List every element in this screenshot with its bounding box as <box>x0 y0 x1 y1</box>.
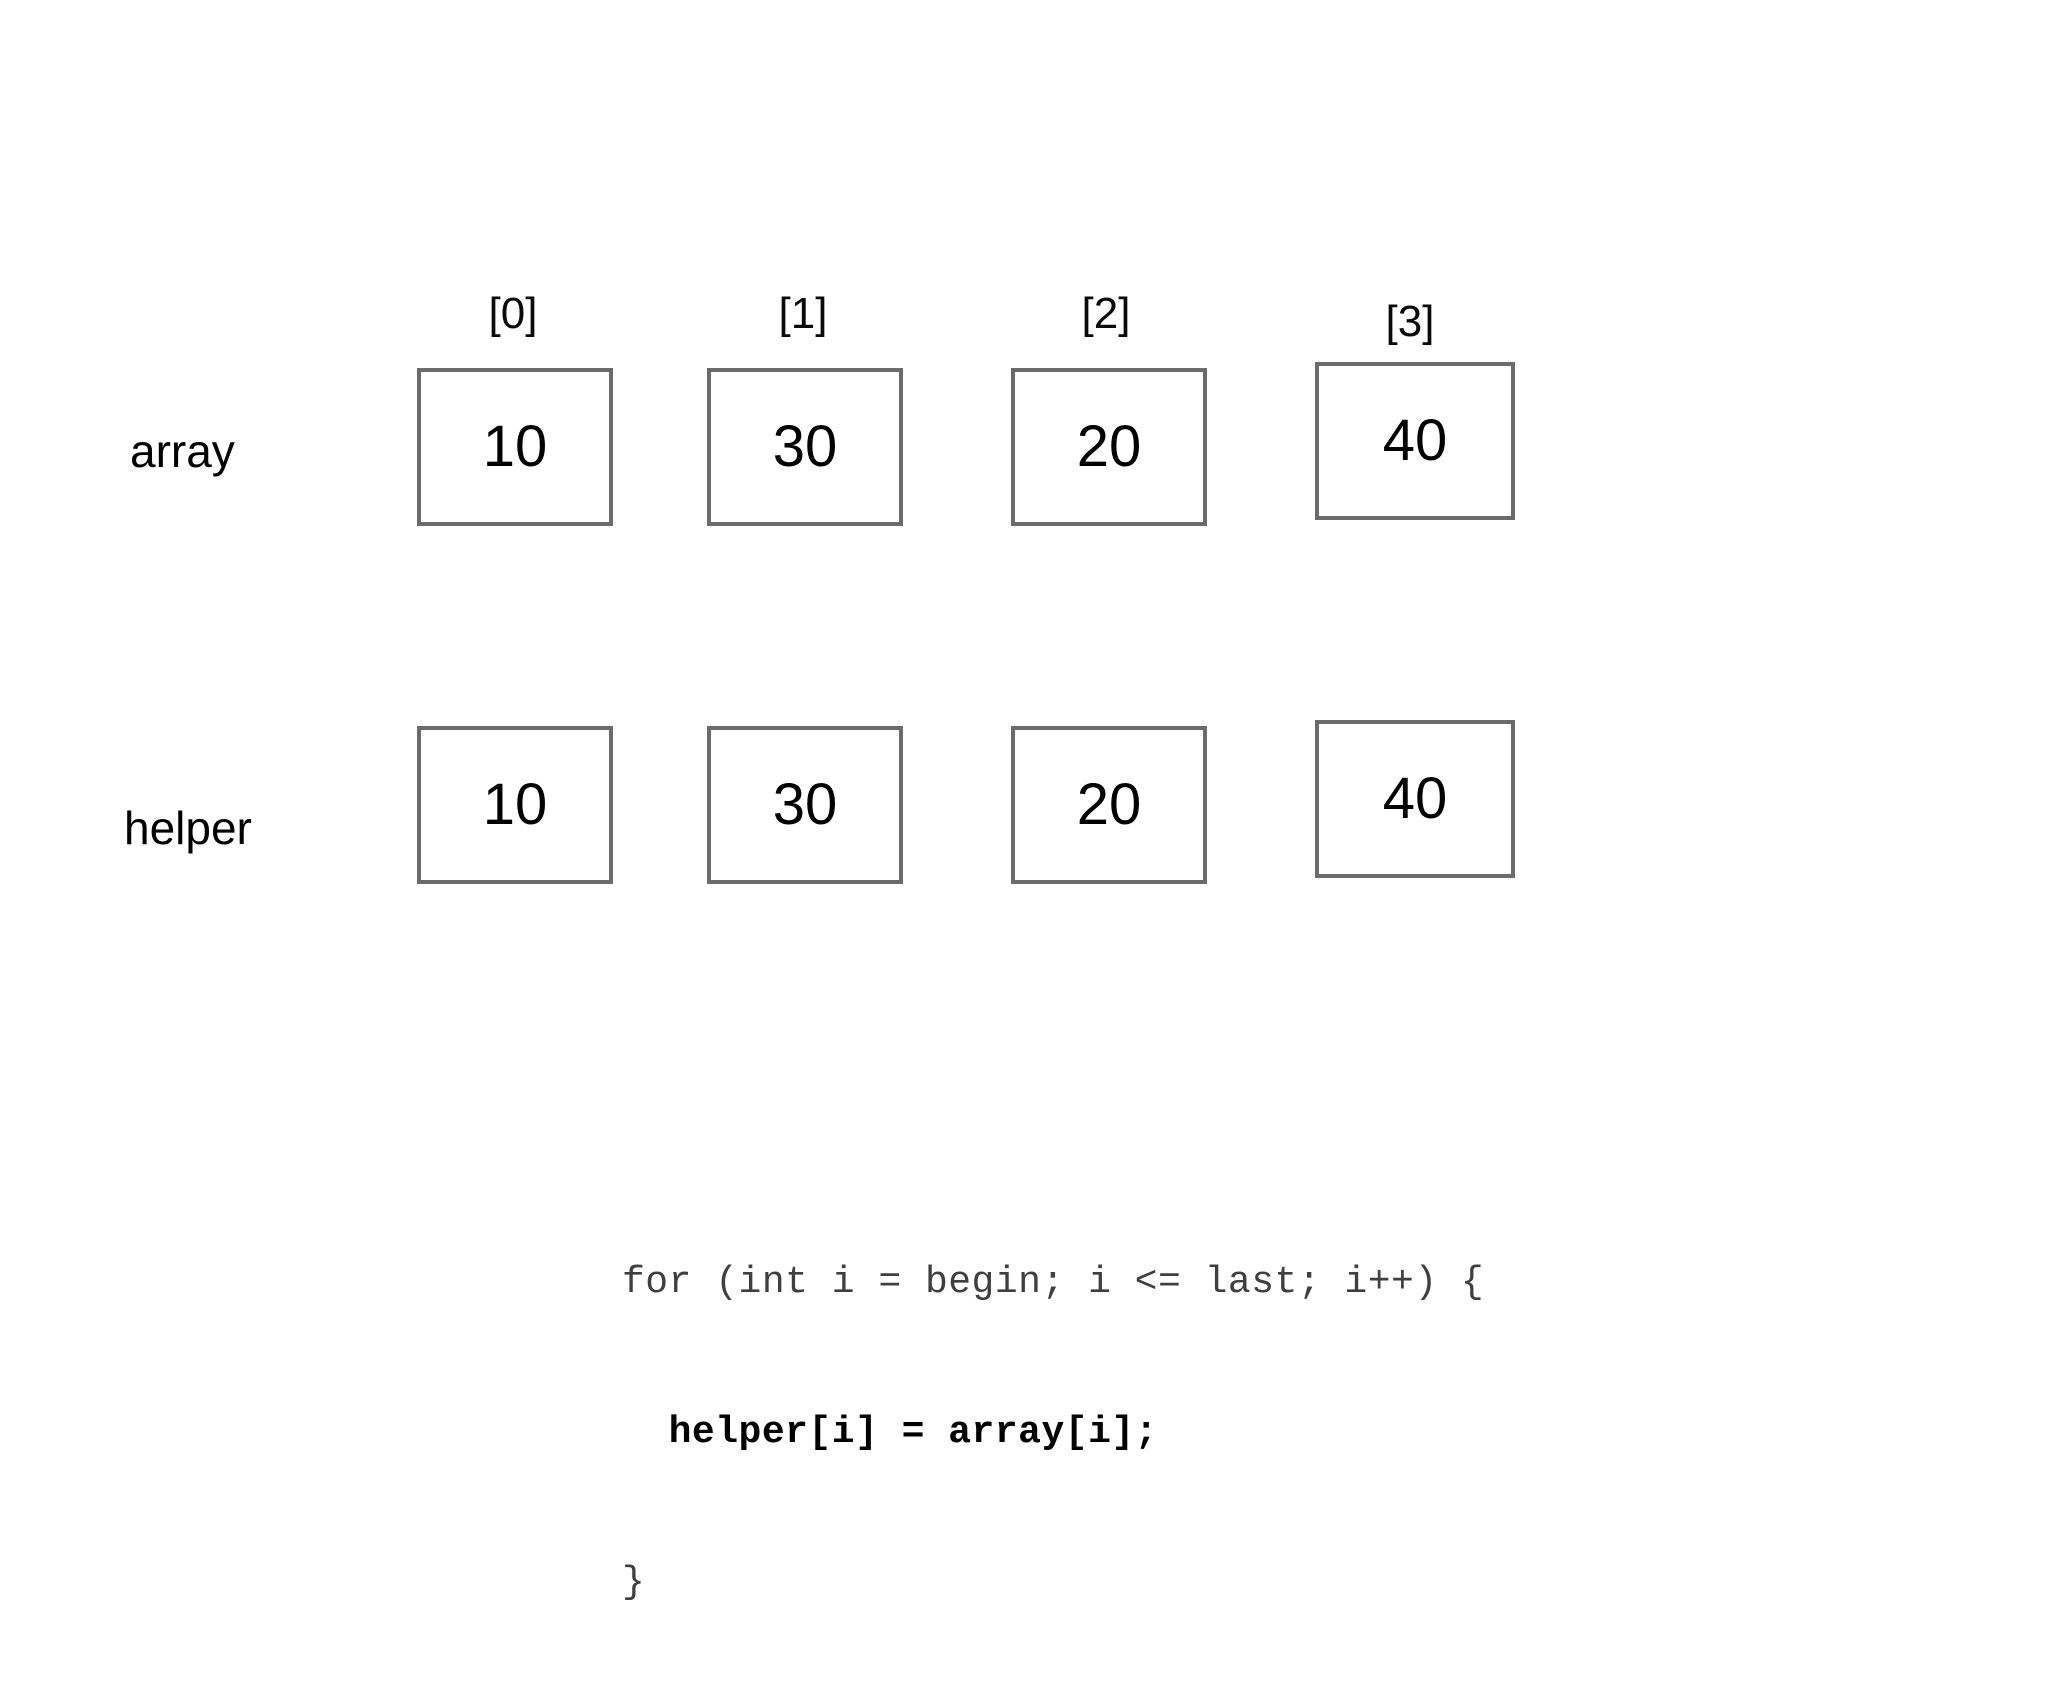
array-cell-2[interactable]: 20 <box>1011 368 1207 526</box>
helper-cell-1-value: 30 <box>772 772 838 837</box>
array-cell-0[interactable]: 10 <box>417 368 613 526</box>
array-cell-3-value: 40 <box>1382 408 1448 473</box>
helper-cell-2[interactable]: 20 <box>1011 726 1207 884</box>
helper-cell-2-value: 20 <box>1076 772 1142 837</box>
array-cell-3[interactable]: 40 <box>1315 362 1515 520</box>
array-cell-2-value: 20 <box>1076 414 1142 479</box>
code-line-for: for (int i = begin; i <= last; i++) { <box>622 1261 1485 1304</box>
index-label-3: [3] <box>1385 297 1435 346</box>
row-label-helper: helper <box>124 802 252 854</box>
helper-cell-3[interactable]: 40 <box>1315 720 1515 878</box>
code-line-close-brace: } <box>622 1561 646 1604</box>
helper-cell-1[interactable]: 30 <box>707 726 903 884</box>
index-label-2: [2] <box>1081 289 1131 338</box>
array-cell-1-value: 30 <box>772 414 838 479</box>
helper-cell-0-value: 10 <box>482 772 548 837</box>
helper-cell-0[interactable]: 10 <box>417 726 613 884</box>
index-label-0: [0] <box>488 289 538 338</box>
array-cell-1[interactable]: 30 <box>707 368 903 526</box>
slide-canvas: [0] [1] [2] [3] array 10 30 20 40 helper… <box>124 289 1515 1604</box>
code-snippet: for (int i = begin; i <= last; i++) { he… <box>622 1158 1484 1708</box>
array-cell-0-value: 10 <box>482 414 548 479</box>
row-label-array: array <box>130 425 235 477</box>
helper-cell-3-value: 40 <box>1382 766 1448 831</box>
code-line-assignment: helper[i] = array[i]; <box>622 1411 1158 1454</box>
index-label-1: [1] <box>778 289 828 338</box>
